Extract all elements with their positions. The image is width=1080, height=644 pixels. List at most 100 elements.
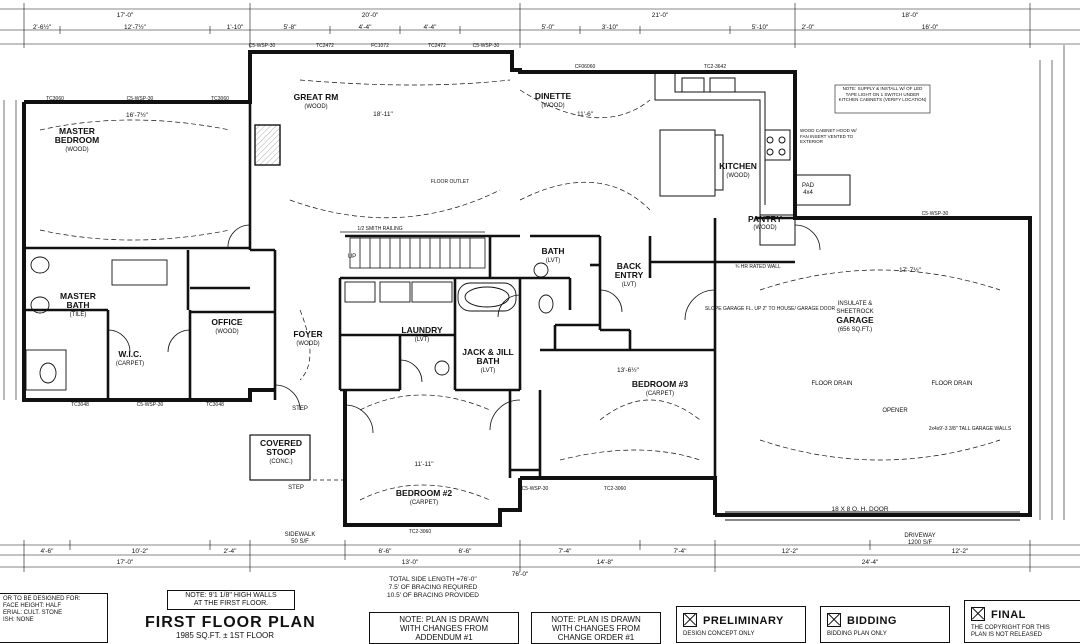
dim-bottom2-3: 14'-8": [597, 559, 614, 566]
top-dimension-lines: [0, 3, 1080, 48]
dim-bottom-4: 6'-6": [379, 548, 393, 555]
master-bath-finish: (TILE): [70, 312, 87, 318]
sidewalk-label: SIDEWALK: [285, 532, 316, 538]
dim-top2-3: 1'-10": [227, 24, 244, 31]
dim-top2-2: 12'-7½": [124, 23, 147, 31]
stairs: [340, 231, 486, 269]
bedroom2-dim: 11'-11": [414, 461, 434, 468]
dim-bottom-7: 7'-4": [674, 548, 688, 555]
back-entry-label-2: ENTRY: [615, 270, 644, 280]
change-note-1-line-2: WITH CHANGES FROM: [400, 624, 488, 633]
wic-label: W.I.C.: [118, 349, 141, 359]
x-checkbox-icon: [683, 612, 697, 627]
dinette-finish: (WOOD): [541, 103, 564, 109]
cabinet-note-fo: WOOD CABINET HOOD W/ FAN INSERT VENTED T…: [800, 128, 857, 144]
bracing-line-1: TOTAL SIDE LENGTH =76'-0": [389, 576, 477, 583]
exterior-walls: [22, 50, 1032, 527]
bracing-line-2: 7.5' OF BRACING REQUIRED: [389, 584, 478, 591]
dim-top2-9: 5'-10": [752, 24, 769, 31]
kitchen-note: NOTE: SUPPLY & INSTALL W/ OF LED TAPE LI…: [838, 86, 927, 102]
interior-walls: [24, 102, 795, 478]
driveway-label: DRIVEWAY: [904, 533, 935, 539]
bath-finish: (LVT): [546, 258, 561, 264]
dim-top2-5: 4'-4": [359, 24, 373, 31]
master-bedroom-label-2: BEDROOM: [55, 135, 99, 145]
dim-top-2: 20'-0": [362, 12, 379, 19]
floor-outlet-label: FLOOR OUTLET: [431, 179, 469, 185]
change-note-1-line-3: ADDENDUM #1: [415, 633, 473, 642]
master-bedroom-dim: 16'-7½": [126, 111, 149, 119]
great-rm-label: GREAT RM: [294, 92, 339, 102]
change-note-2-line-1: NOTE: PLAN IS DRAWN: [551, 615, 641, 624]
window-tag: TC2-3642: [704, 64, 726, 70]
office-finish: (WOOD): [215, 329, 238, 335]
railing-label: 1/2 SMITH RAILING: [357, 226, 402, 232]
garage-door: [725, 511, 1020, 521]
change-note-2-line-2: WITH CHANGES FROM: [552, 624, 640, 633]
door-swings: [107, 224, 821, 434]
sidewalk-area: 50 S/F: [291, 539, 309, 545]
sheet-subtitle: 1985 SQ.FT. ± 1ST FLOOR: [176, 631, 275, 640]
jack-jill-label-2: BATH: [477, 356, 500, 366]
pantry-finish: (WOOD): [753, 225, 776, 231]
dinette-label: DINETTE: [535, 91, 572, 101]
floor-drain-1: FLOOR DRAIN: [811, 381, 852, 387]
great-rm-dim: 18'-11": [373, 111, 393, 118]
side-dimension-lines: [3, 45, 1065, 520]
covered-stoop-label: COVERED: [260, 438, 302, 448]
office-label: OFFICE: [211, 317, 242, 327]
preliminary-desc: DESIGN CONCEPT ONLY: [683, 631, 755, 637]
pad-slab: [794, 174, 851, 206]
slope-label: SLOPE GARAGE FL. UP 2" TO HOUSE/ GARAGE …: [705, 306, 836, 312]
change-note-box-2: NOTE: PLAN IS DRAWN WITH CHANGES FROM CH…: [531, 612, 661, 644]
pantry-label: PANTRY: [748, 214, 782, 224]
great-rm-finish: (WOOD): [304, 104, 327, 110]
change-note-2-line-3: CHANGE ORDER #1: [557, 633, 635, 642]
final-desc-1: THE COPYRIGHT FOR THIS: [971, 625, 1050, 631]
jack-jill-label: JACK & JILL: [462, 347, 513, 357]
spec-line-2: FACE HEIGHT: HALF: [3, 603, 62, 609]
dim-top2-4: 5'-8": [284, 24, 298, 31]
bath-label: BATH: [542, 246, 565, 256]
final-label: FINAL: [991, 609, 1026, 621]
bedroom2-label: BEDROOM #2: [396, 488, 452, 498]
final-desc-2: PLAN IS NOT RELEASED: [971, 632, 1042, 638]
change-note-box-1: NOTE: PLAN IS DRAWN WITH CHANGES FROM AD…: [369, 612, 519, 644]
x-checkbox-icon: [827, 612, 841, 627]
room-labels: MASTER BEDROOM (WOOD) 16'-7½" GREAT RM (…: [55, 91, 922, 506]
garage-area: (656 SQ.FT.): [838, 327, 872, 333]
kitchen-note-box: [834, 84, 931, 114]
master-bedroom-label: MASTER: [59, 126, 95, 136]
covered-stoop-finish: (CONC.): [269, 459, 292, 465]
wic-finish: (CARPET): [116, 361, 144, 367]
dim-top2-10: 2'-0": [802, 24, 816, 31]
window-tag: CF06060: [575, 64, 596, 70]
spec-line-4: ISH: NONE: [3, 617, 34, 623]
floor-drain-2: FLOOR DRAIN: [931, 381, 972, 387]
master-bath-label: MASTER: [60, 291, 96, 301]
spec-line-1: OR TO BE DESIGNED FOR:: [3, 596, 81, 602]
opener-label: OPENER: [882, 408, 908, 414]
foyer-finish: (WOOD): [296, 341, 319, 347]
back-entry-label: BACK: [617, 261, 642, 271]
dim-bottom-5: 6'-6": [459, 548, 473, 555]
spec-line-3: ERIAL: CULT. STONE: [3, 610, 63, 616]
foyer-label: FOYER: [293, 329, 322, 339]
garage-door-label: 18 X 8 O. H. DOOR: [831, 506, 888, 513]
kitchen-finish: (WOOD): [726, 173, 749, 179]
dim-top-4: 18'-0": [902, 12, 919, 19]
misc-labels: FLOOR DRAIN FLOOR DRAIN OPENER 18 X 8 O.…: [285, 179, 1012, 546]
cabinet-note: WOOD CABINET HOOD W/ FAN INSERT VENTED T…: [800, 128, 857, 144]
dim-bottom-1: 4'-6": [41, 548, 55, 555]
dim-bottom-3: 2'-4": [224, 548, 238, 555]
wall-note-1: NOTE: 9'1 1/8" HIGH WALLS: [185, 592, 277, 599]
dinette-dim: 11'-6": [577, 111, 594, 118]
bedroom2-finish: (CARPET): [410, 500, 438, 506]
dim-top-3: 21'-0": [652, 12, 669, 19]
sheet-title: FIRST FLOOR PLAN: [145, 614, 316, 631]
dim-total: 76'-0": [512, 571, 529, 578]
electrical-circuits: [39, 79, 1001, 501]
wall-note-box: NOTE: 9'1 1/8" HIGH WALLS AT THE FIRST F…: [167, 590, 295, 610]
change-note-1-line-1: NOTE: PLAN IS DRAWN: [399, 615, 489, 624]
